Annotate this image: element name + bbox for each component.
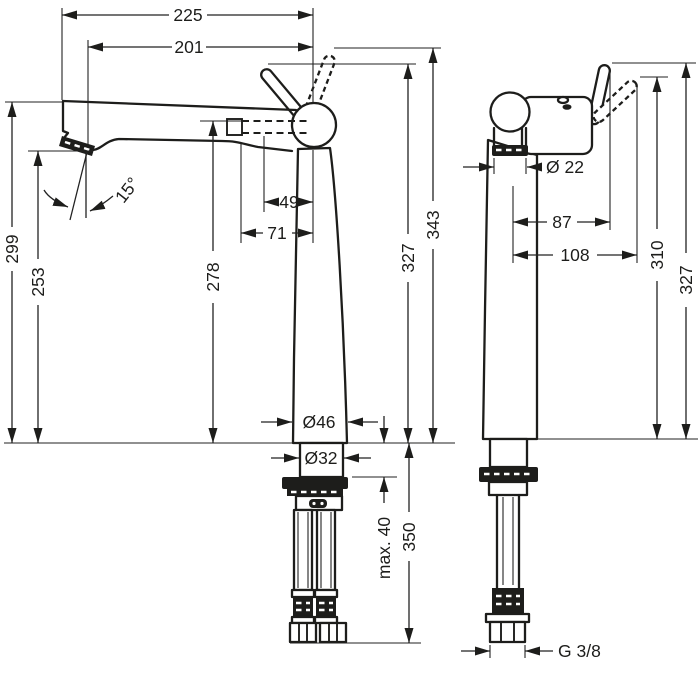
mixer-ball-joint	[290, 101, 338, 149]
waterway-inlet	[226, 118, 243, 136]
thread-nut	[488, 620, 527, 644]
dim-label-49: 49	[279, 192, 298, 212]
screw-dot	[320, 501, 324, 506]
cartridge-housing	[520, 95, 594, 156]
hose-thread	[293, 597, 313, 617]
spout-tip-edge	[61, 99, 70, 140]
angle-leader	[43, 189, 69, 208]
mounting-flange	[282, 477, 348, 489]
dim-label-dia46: Ø46	[302, 412, 335, 432]
dim-label-dia32: Ø32	[304, 448, 337, 468]
lever-handle-open-dashed	[592, 79, 638, 123]
dim-label-310: 310	[647, 240, 667, 269]
front-view-figure	[479, 64, 698, 644]
fixing-bracket	[487, 480, 529, 497]
hose-thread-hatch	[296, 601, 310, 612]
front-view-dimensions: Ø 22 87 108 310 327 G 3/8	[461, 62, 696, 661]
connection-pipe	[484, 493, 531, 644]
fixing-screw-block	[309, 499, 327, 508]
pipe-thread-hatch	[496, 594, 520, 606]
dim-label-max40: max. 40	[374, 517, 394, 580]
nut-flange	[484, 612, 531, 624]
mounting-shank	[298, 441, 345, 479]
dim-label-253: 253	[28, 267, 48, 296]
angle-leader	[89, 195, 114, 212]
side-view-figure	[4, 54, 455, 644]
dim-label-350: 350	[399, 522, 419, 551]
spout-top-edge	[61, 99, 298, 112]
spout-front-circle	[489, 91, 531, 133]
dim-label-225: 225	[173, 5, 202, 25]
dim-label-g38: G 3/8	[558, 641, 601, 661]
faucet-column	[291, 146, 349, 445]
dim-label-299: 299	[2, 234, 22, 263]
handle-clip	[556, 95, 570, 105]
dim-label-343: 343	[423, 210, 443, 239]
hose-connector	[288, 621, 318, 644]
dim-label-dia22: Ø 22	[546, 157, 584, 177]
dim-label-87: 87	[552, 212, 571, 232]
dim-label-71: 71	[267, 223, 286, 243]
dim-label-327-left: 327	[398, 243, 418, 272]
side-view-dimensions: 225 201 299 253 15° 278 49	[2, 5, 443, 644]
screw-dot	[312, 501, 316, 506]
dim-label-327-right: 327	[676, 265, 696, 294]
handle-clip-screw	[562, 104, 572, 110]
dim-label-108: 108	[560, 245, 589, 265]
aerator-hatch	[64, 140, 91, 152]
pipe-thread	[492, 588, 524, 614]
hose-collar	[290, 588, 316, 599]
faucet-column	[481, 138, 539, 441]
hose-collar	[313, 588, 339, 599]
mounting-shank	[488, 437, 529, 469]
dim-label-278: 278	[203, 262, 223, 291]
hose-thread	[316, 597, 336, 617]
angle-reference-tilted	[69, 151, 88, 221]
hose-left	[292, 508, 314, 592]
spout-underside	[91, 137, 294, 153]
dim-label-201: 201	[174, 37, 203, 57]
hose-right	[315, 508, 337, 592]
supply-hoses	[288, 508, 348, 644]
hose-thread-hatch	[319, 601, 333, 612]
dim-label-15deg: 15°	[111, 173, 143, 206]
hose-connector	[318, 621, 348, 644]
